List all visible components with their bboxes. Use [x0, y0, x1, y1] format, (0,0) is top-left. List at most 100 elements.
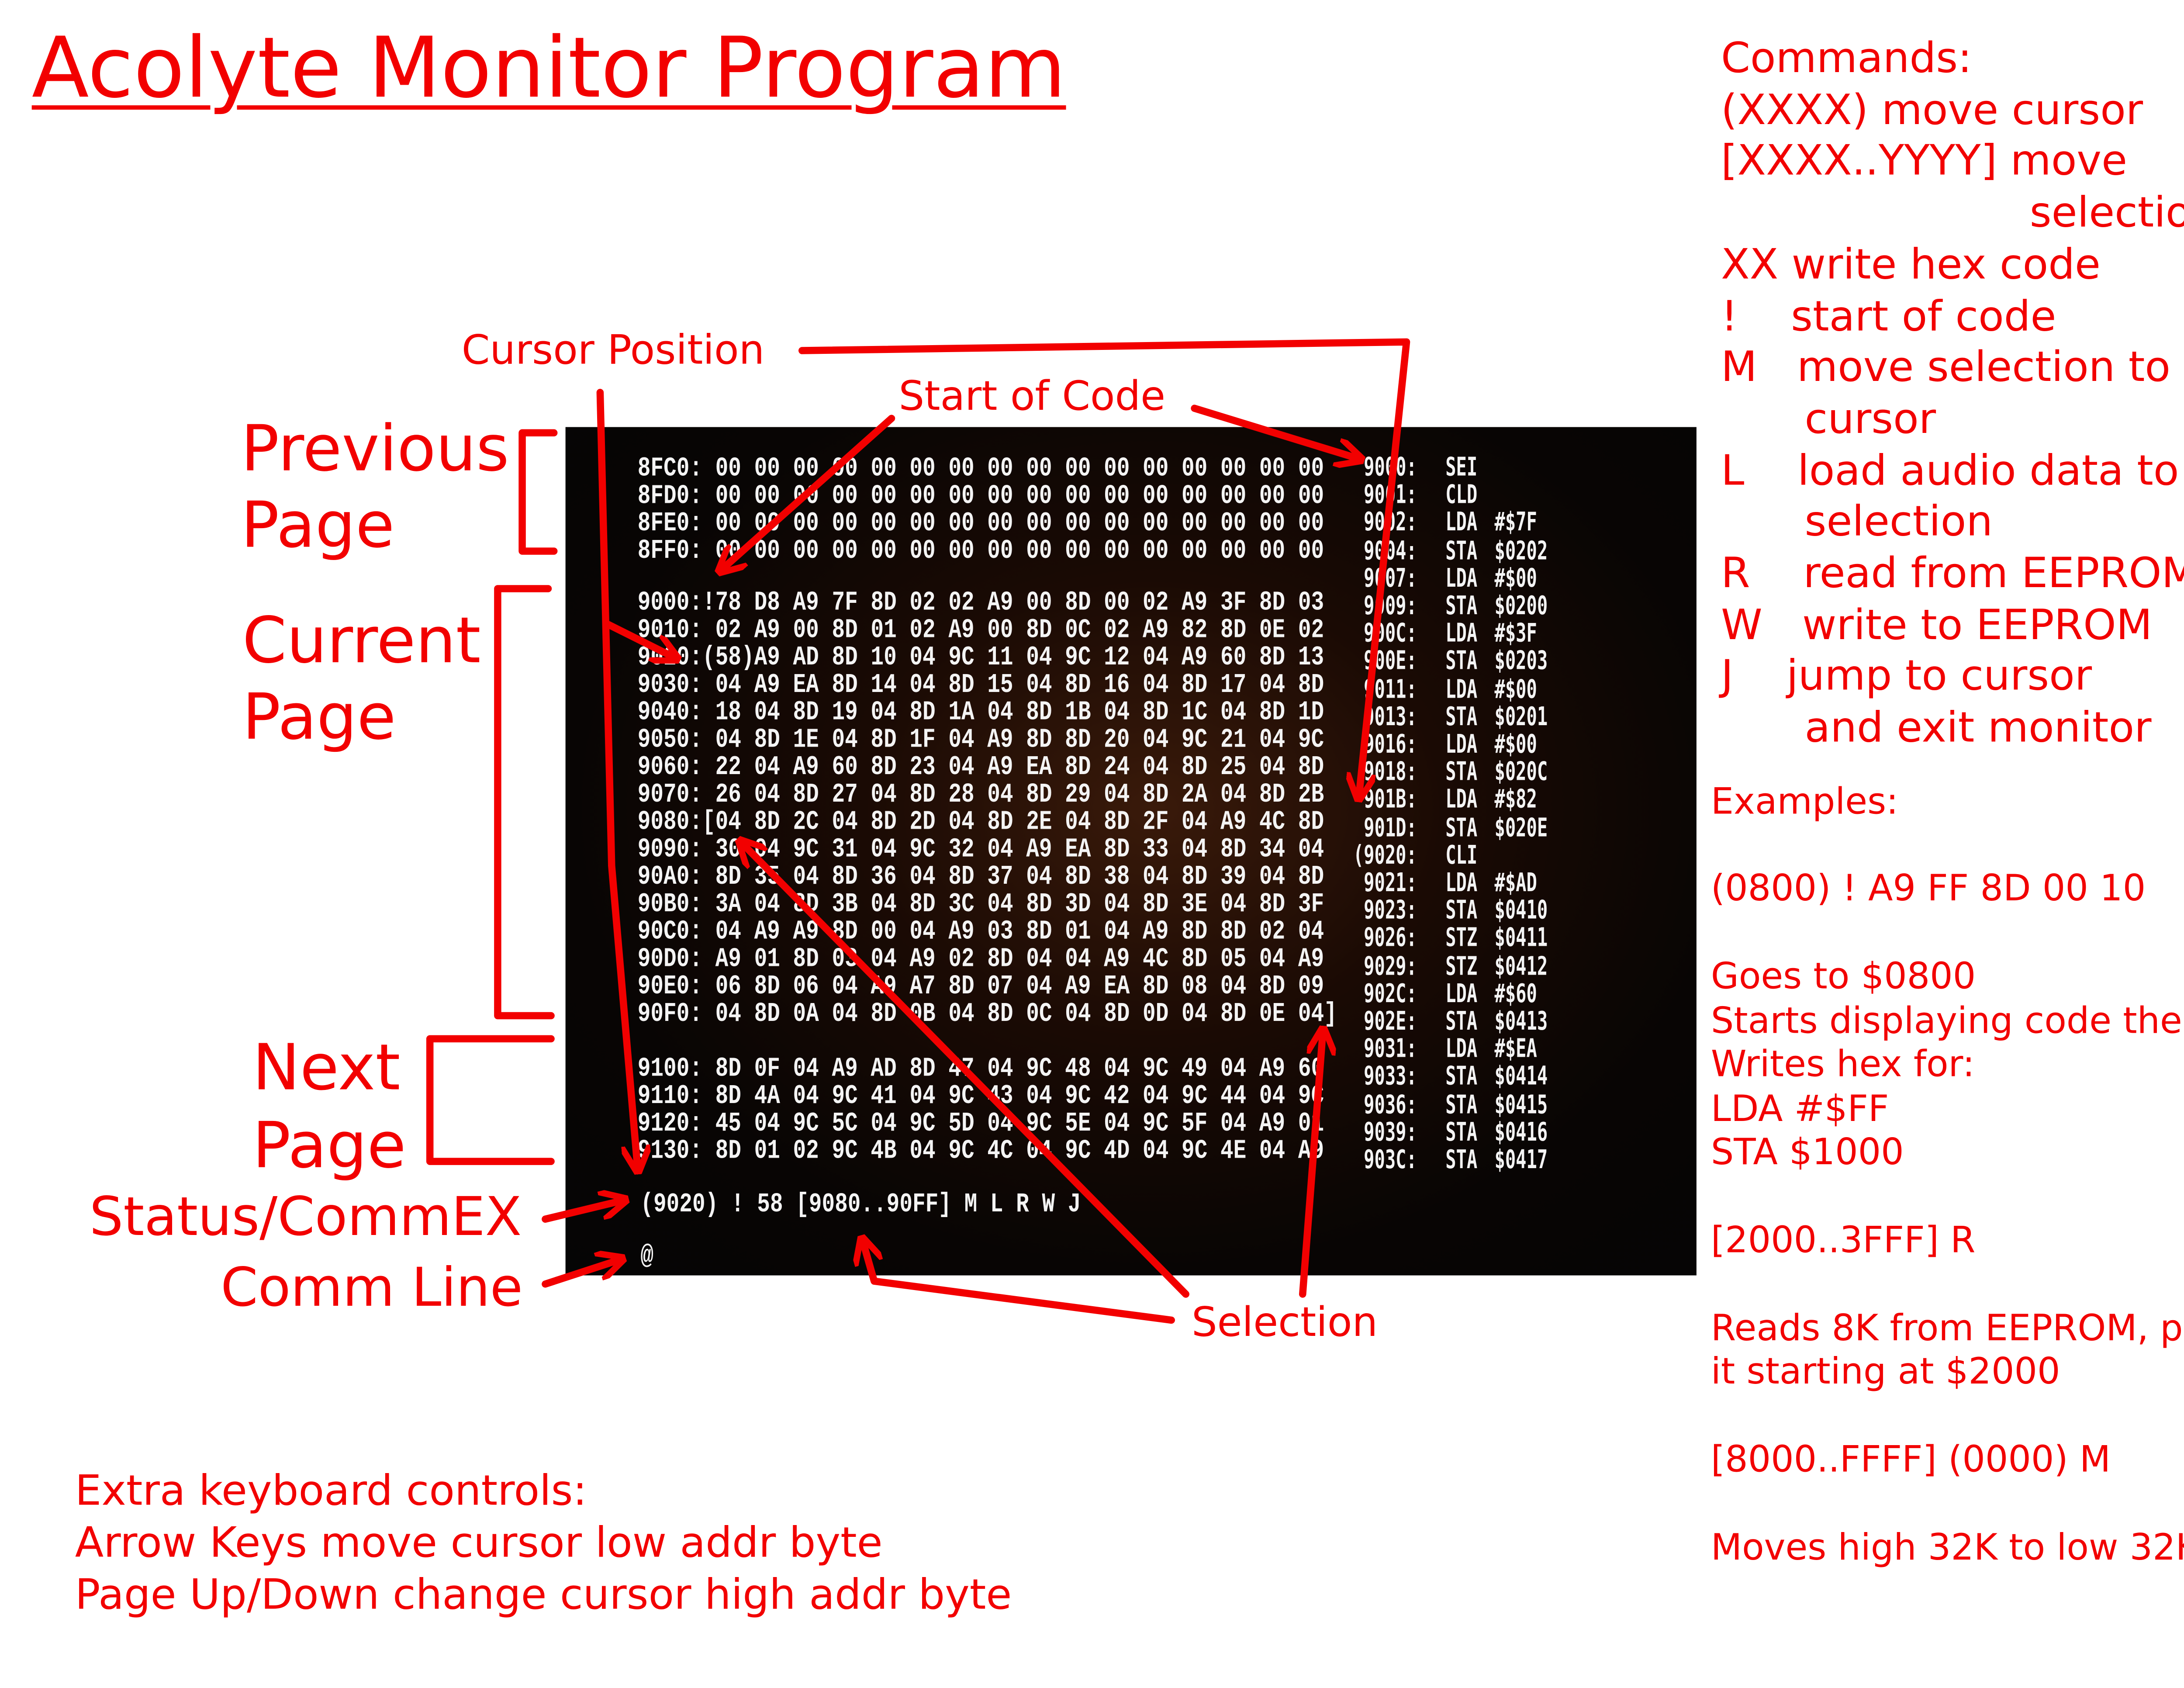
disasm-operand: #$00 [1494, 730, 1537, 761]
keyboard-line: Arrow Keys move cursor low addr byte [75, 1518, 883, 1567]
start-of-code-label: Start of Code [898, 372, 1166, 420]
hex-row-current: 90A0: 8D 35 04 8D 36 04 8D 37 04 8D 38 0… [637, 861, 1324, 892]
command-line: selection [2029, 187, 2184, 237]
disasm-address: 9036: [1353, 1090, 1417, 1121]
disasm-mnemonic: STA [1445, 591, 1478, 622]
disasm-operand: #$00 [1494, 674, 1537, 705]
comm-line-input[interactable]: @ [640, 1241, 654, 1272]
example-line: Reads 8K from EEPROM, put [1711, 1307, 2184, 1349]
disasm-address: 902C: [1353, 979, 1417, 1010]
hex-row-current: 9070: 26 04 8D 27 04 8D 28 04 8D 29 04 8… [637, 779, 1324, 810]
command-line: selection [1804, 497, 1993, 546]
disasm-operand: $020E [1494, 813, 1548, 844]
disasm-address: 9029: [1353, 951, 1417, 982]
hex-row-current: 90E0: 06 8D 06 04 A9 A7 8D 07 04 A9 EA 8… [637, 971, 1324, 1002]
disasm-address: 9007: [1353, 564, 1417, 594]
disasm-operand: $0415 [1494, 1090, 1548, 1121]
page-title: Acolyte Monitor Program [31, 18, 1066, 117]
disasm-operand: $0416 [1494, 1117, 1548, 1148]
disasm-mnemonic: LDA [1445, 730, 1478, 761]
hex-row-current: 90D0: A9 01 8D 03 04 A9 02 8D 04 04 A9 4… [637, 944, 1324, 975]
disasm-mnemonic: LDA [1445, 564, 1478, 594]
disasm-operand: $0413 [1494, 1007, 1548, 1038]
example-line: it starting at $2000 [1711, 1350, 2060, 1393]
hex-row-next: 9130: 8D 01 02 9C 4B 04 9C 4C 04 9C 4D 0… [637, 1136, 1324, 1167]
cursor-position-label: Cursor Position [461, 326, 765, 374]
disasm-operand: $0203 [1494, 647, 1548, 677]
disasm-mnemonic: STA [1445, 647, 1478, 677]
hex-row-current: 9030: 04 A9 EA 8D 14 04 8D 15 04 8D 16 0… [637, 670, 1324, 701]
disasm-address: 9023: [1353, 896, 1417, 927]
disasm-address: 903C: [1353, 1145, 1417, 1176]
command-line: [XXXX..YYYY] move [1721, 136, 2128, 186]
disasm-address: 9016: [1353, 730, 1417, 761]
status-label: Status/CommEX [89, 1186, 522, 1248]
hex-row-current: 9040: 18 04 8D 19 04 8D 1A 04 8D 1B 04 8… [637, 697, 1324, 728]
disasm-mnemonic: STZ [1445, 951, 1478, 982]
command-line: Commands: [1721, 33, 1972, 83]
example-line: Moves high 32K to low 32K [1711, 1526, 2184, 1568]
hex-row-current: 9000:!78 D8 A9 7F 8D 02 02 A9 00 8D 00 0… [637, 588, 1324, 619]
previous-page-label: Previous [241, 412, 509, 486]
disasm-mnemonic: LDA [1445, 868, 1478, 899]
disasm-operand: $0412 [1494, 951, 1548, 982]
disasm-mnemonic: STA [1445, 813, 1478, 844]
command-line: L load audio data to [1721, 445, 2179, 495]
keyboard-line: Page Up/Down change cursor high addr byt… [75, 1570, 1012, 1619]
disasm-address: 9026: [1353, 924, 1417, 954]
disasm-operand: $0202 [1494, 536, 1548, 567]
disasm-address: 901D: [1353, 813, 1417, 844]
command-line: W write to EEPROM [1721, 599, 2153, 649]
selection-arrow-start [742, 843, 1189, 1298]
disasm-mnemonic: STA [1445, 1117, 1478, 1148]
selection-arrow-status [863, 1241, 1175, 1324]
hex-row-current: 9010: 02 A9 00 8D 01 02 A9 00 8D 0C 02 A… [637, 615, 1324, 646]
current-page-bracket [494, 585, 555, 1020]
disasm-operand: #$82 [1494, 785, 1537, 816]
start-of-code-arrow-hex [721, 415, 895, 570]
command-line: XX write hex code [1721, 239, 2101, 288]
command-line: M move selection to [1721, 342, 2171, 391]
disasm-operand: #$7F [1494, 508, 1537, 539]
example-line: Examples: [1711, 780, 1898, 823]
disasm-mnemonic: STA [1445, 1090, 1478, 1121]
disasm-mnemonic: STA [1445, 1007, 1478, 1038]
hex-row-previous: 8FD0: 00 00 00 00 00 00 00 00 00 00 00 0… [637, 481, 1324, 512]
disasm-mnemonic: STA [1445, 896, 1478, 927]
disasm-operand: $0411 [1494, 924, 1548, 954]
hex-row-next: 9100: 8D 0F 04 A9 AD 8D 47 04 9C 48 04 9… [637, 1053, 1324, 1085]
disasm-operand: #$60 [1494, 979, 1537, 1010]
disasm-mnemonic: STA [1445, 1062, 1478, 1093]
example-line: LDA #$FF [1711, 1088, 1889, 1130]
disasm-mnemonic: CLD [1445, 481, 1478, 511]
disasm-mnemonic: LDA [1445, 674, 1478, 705]
disasm-mnemonic: LDA [1445, 619, 1478, 650]
status-line: (9020) ! 58 [9080..90FF] M L R W J [640, 1189, 1081, 1220]
hex-row-current: 9050: 04 8D 1E 04 8D 1F 04 A9 8D 8D 20 0… [637, 724, 1324, 756]
disasm-address: (9020: [1353, 841, 1417, 871]
next-page-label: Next [252, 1031, 401, 1105]
current-page-label: Current [242, 604, 481, 678]
cursor-position-arrow [798, 338, 1410, 796]
hex-row-previous: 8FE0: 00 00 00 00 00 00 00 00 00 00 00 0… [637, 508, 1324, 539]
command-line: cursor [1804, 394, 1936, 443]
command-line: R read from EEPROM [1721, 548, 2184, 598]
disasm-address: 9004: [1353, 536, 1417, 567]
example-line: (0800) ! A9 FF 8D 00 10 [1711, 867, 2146, 909]
disasm-mnemonic: CLI [1445, 841, 1478, 871]
command-line: (XXXX) move cursor [1721, 84, 2143, 134]
hex-row-current: 90B0: 3A 04 8D 3B 04 8D 3C 04 8D 3D 04 8… [637, 889, 1324, 920]
hex-row-current: 90C0: 04 A9 A9 8D 00 04 A9 03 8D 01 04 A… [637, 917, 1324, 948]
disasm-mnemonic: LDA [1445, 785, 1478, 816]
disasm-operand: $0201 [1494, 702, 1548, 733]
next-page-label-2: Page [252, 1109, 406, 1183]
disasm-address: 9013: [1353, 702, 1417, 733]
example-line: Goes to $0800 [1711, 955, 1976, 997]
command-line: ! start of code [1721, 291, 2056, 340]
example-line: Starts displaying code there [1711, 1000, 2184, 1042]
disasm-operand: $0414 [1494, 1062, 1548, 1093]
hex-row-current: 90F0: 04 8D 0A 04 8D 0B 04 8D 0C 04 8D 0… [637, 999, 1337, 1030]
disasm-mnemonic: STZ [1445, 924, 1478, 954]
start-of-code-arrow-disasm [1191, 405, 1359, 459]
